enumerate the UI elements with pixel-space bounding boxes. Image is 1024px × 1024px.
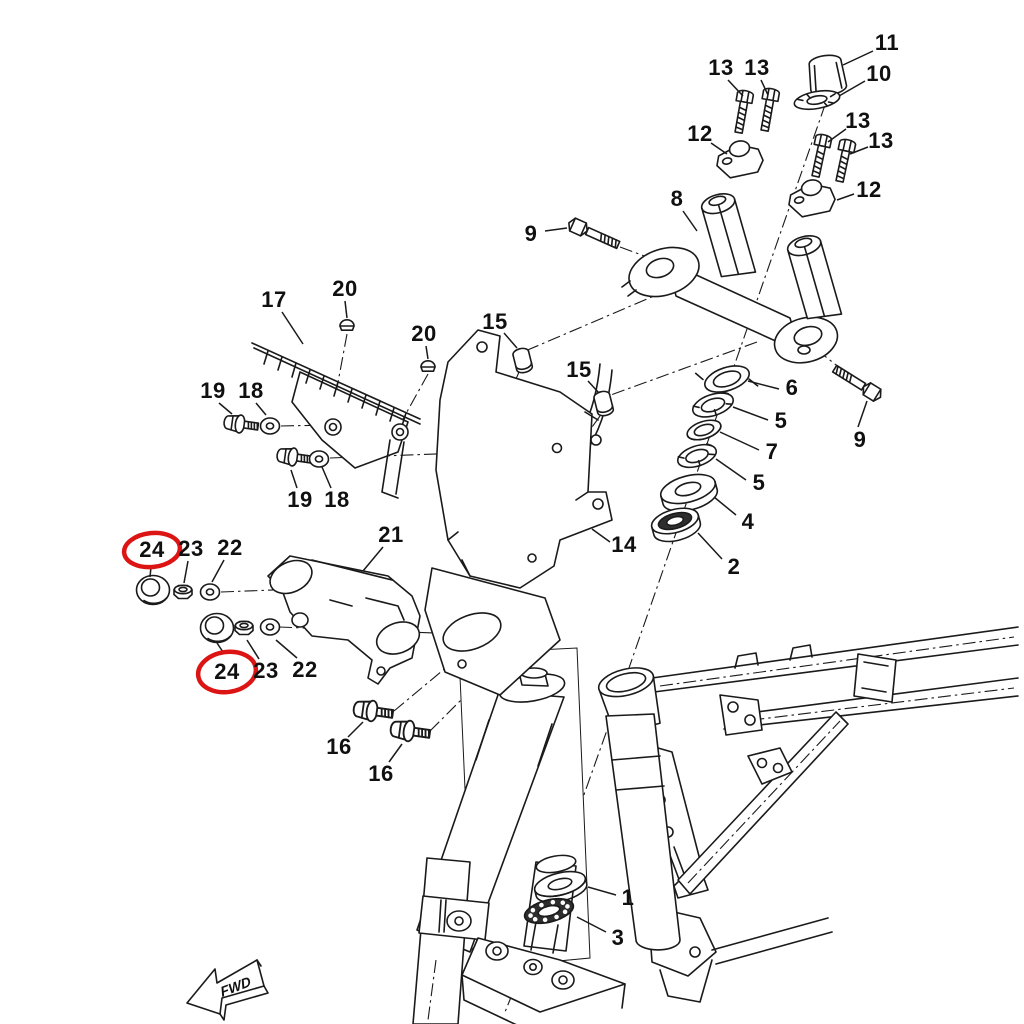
lock-washer-6 [694,365,759,403]
part-callout-17: 17 [261,287,287,312]
part-callout-13: 13 [868,128,894,153]
bearing-cover-4 [659,473,719,513]
washer-22 [199,583,221,601]
part-callout-1: 1 [621,885,635,910]
part-callout-20: 20 [332,276,358,301]
part-callout-22: 22 [217,535,243,560]
bearing-seal-2 [650,507,702,543]
clamp-12 [783,174,839,221]
clamp-boss-left [621,246,700,298]
fork-stem-zone [412,647,681,1024]
part-callout-16: 16 [368,761,394,786]
part-callout-9: 9 [853,427,867,452]
nut-23 [234,620,254,636]
upper-bracket-zone [565,189,885,405]
lower-bracket [461,921,626,1024]
cover-body [291,371,409,469]
nut-23 [173,584,193,600]
part-callout-19: 19 [287,487,313,512]
part-callout-22: 22 [292,657,318,682]
bracket-14 [435,329,613,589]
part-callout-23: 23 [253,658,279,683]
bolt-16 [388,717,433,746]
part-callout-14: 14 [611,532,637,557]
washer-10 [793,89,841,111]
part-callout-15: 15 [566,357,592,382]
part-callout-23: 23 [178,536,204,561]
part-callout-24: 24 [214,659,240,684]
part-callout-10: 10 [866,61,892,86]
part-callout-12: 12 [856,177,882,202]
part-callout-20: 20 [411,321,437,346]
part-callout-8: 8 [670,186,684,211]
ring-nut-5b [676,443,718,469]
part-callout-24: 24 [139,537,165,562]
part-callout-13: 13 [708,55,734,80]
part-callout-6: 6 [785,375,799,400]
bolt-19 [222,412,261,437]
ring-nut-5a [691,391,735,418]
clamp-boss-right [773,316,839,364]
part-callout-13: 13 [845,108,871,133]
fwd-label: FWD [219,973,253,1000]
bolt-13 [755,86,781,133]
part-callout-13: 13 [744,55,770,80]
stack-zone [650,365,759,543]
part-callout-2: 2 [727,554,741,579]
cap-20 [339,318,355,332]
part-callout-18: 18 [324,487,350,512]
cap-24 [135,574,171,606]
part-callout-7: 7 [765,439,779,464]
fwd-marker: FWD [186,959,269,1021]
bolt-13 [806,132,833,179]
part-callout-19: 19 [200,378,226,403]
washer-18 [308,450,330,468]
part-callout-11: 11 [874,30,900,55]
washer-22 [259,618,281,636]
part-callout-12: 12 [687,121,713,146]
part-callout-5: 5 [774,408,788,433]
part-callout-5: 5 [752,470,766,495]
top-hardware [711,54,857,221]
part-callout-18: 18 [238,378,264,403]
part-callout-3: 3 [611,925,625,950]
part-callout-4: 4 [741,509,755,534]
washer-18 [259,417,281,435]
stay-zone [135,555,561,746]
bolt-13 [729,88,755,135]
damper-15 [511,346,535,376]
bearing-3 [523,897,575,925]
part-callout-15: 15 [482,309,508,334]
clamp-12 [711,135,767,182]
bolt-13 [830,137,857,184]
stay-21 [267,555,421,685]
cap-20 [420,359,436,373]
cap-24 [199,612,235,644]
bolt-19 [275,445,314,470]
part-callout-9: 9 [524,221,538,246]
part-callout-16: 16 [326,734,352,759]
handlebar-holder-right [784,231,843,325]
bolt-9-left [565,215,622,253]
bolt-9-right [830,361,885,405]
handlebar-holder-left [698,189,757,283]
cover-zone [222,318,436,499]
damper-15 [592,389,616,419]
washer-7 [686,419,722,441]
part-callout-21: 21 [378,522,404,547]
fork-tube-left [412,857,490,1024]
cap-nut-11 [808,54,848,97]
bolt-16 [351,697,396,726]
